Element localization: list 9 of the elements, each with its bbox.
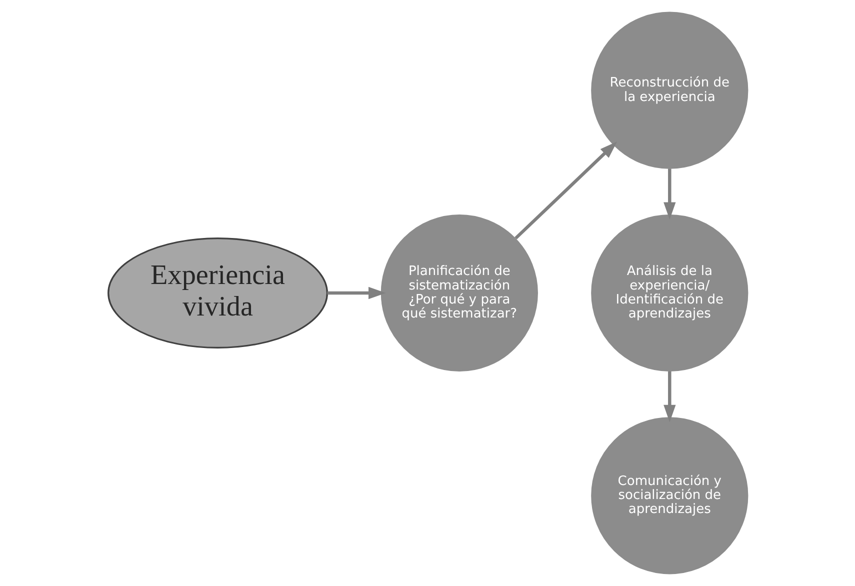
- node-circle: Comunicación y socialización de aprendizajes: [590, 417, 748, 574]
- arrow: [663, 371, 676, 422]
- node-circle: Planificación de sistematización ¿Por qué y para qué sistematizar?: [380, 214, 538, 372]
- node-circle: Análisis de la experiencia/ Identificación de aprendizajes: [590, 214, 748, 372]
- arrow: [514, 142, 617, 240]
- node-ellipse: Experiencia vivida: [107, 237, 328, 349]
- arrow: [326, 286, 386, 300]
- node-circle: Reconstrucción de la experiencia: [590, 12, 748, 169]
- arrow: [663, 168, 676, 220]
